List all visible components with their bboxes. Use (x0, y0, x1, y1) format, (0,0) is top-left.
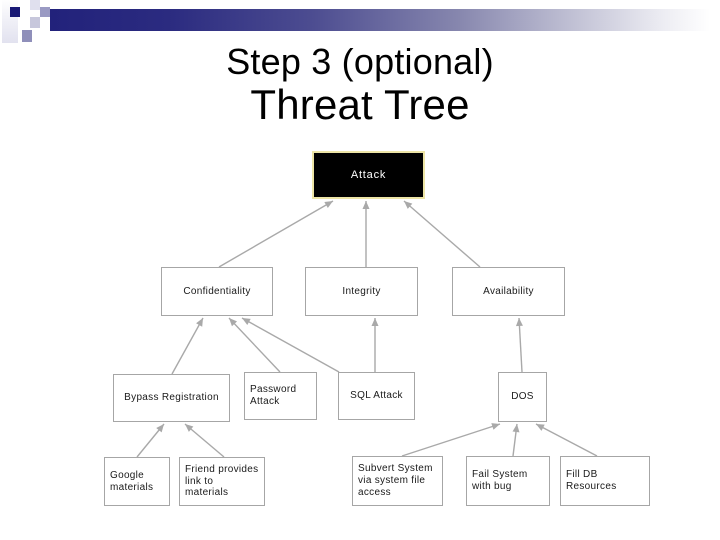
connector-fail-system-to-dos (512, 423, 520, 457)
decoration-square-medium (40, 7, 50, 17)
decoration-square-navy (10, 7, 20, 17)
connector-availability-to-attack (403, 200, 481, 268)
title-line-2: Threat Tree (250, 81, 470, 129)
connector-dos-to-availability (515, 317, 523, 373)
tree-node-availability: Availability (452, 267, 565, 316)
tree-node-google-materials: Google materials (104, 457, 170, 506)
connector-sql-attack-to-confidentiality (241, 317, 340, 373)
header-gradient-bar (50, 9, 710, 31)
tree-node-fail-system: Fail System with bug (466, 456, 550, 506)
slide-title: Step 3 (optional) Threat Tree (0, 41, 720, 129)
tree-node-confidentiality: Confidentiality (161, 267, 273, 316)
title-line-1: Step 3 (optional) (226, 41, 494, 82)
connector-fill-db-to-dos (535, 423, 598, 457)
decoration-square-lower (22, 30, 32, 42)
tree-node-subvert-system: Subvert System via system file access (352, 456, 443, 506)
tree-node-friend-link: Friend provides link to materials (179, 457, 265, 506)
connector-subvert-system-to-dos (401, 423, 501, 457)
tree-node-bypass-registration: Bypass Registration (113, 374, 230, 422)
tree-node-dos: DOS (498, 372, 547, 422)
connector-bypass-registration-to-confidentiality (171, 317, 204, 375)
decoration-square-light (30, 17, 40, 28)
connector-password-attack-to-confidentiality (228, 317, 281, 373)
tree-node-attack: Attack (312, 151, 425, 199)
connector-confidentiality-to-attack (218, 200, 334, 268)
connector-google-materials-to-bypass-registration (136, 423, 165, 458)
connector-friend-link-to-bypass-registration (184, 423, 225, 458)
tree-node-fill-db: Fill DB Resources (560, 456, 650, 506)
tree-node-integrity: Integrity (305, 267, 418, 316)
decoration-square-pale (30, 0, 40, 10)
tree-node-sql-attack: SQL Attack (338, 372, 415, 420)
tree-node-password-attack: Password Attack (244, 372, 317, 420)
